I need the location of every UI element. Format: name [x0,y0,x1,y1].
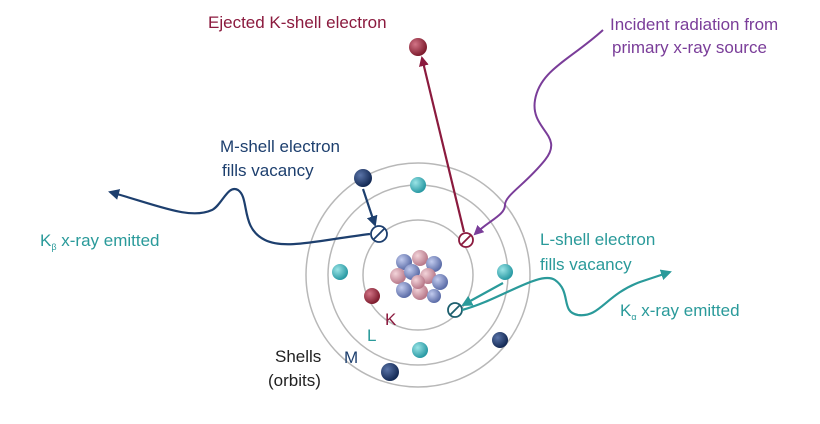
incident-radiation-arrow [473,29,604,236]
kbeta-emission-arrow [108,187,371,246]
orbit-k [362,219,474,331]
label-l-shell-line1: L-shell electron [540,230,655,249]
vacancy-m [447,302,463,318]
electron-m-right [492,332,508,348]
label-shell-l: L [367,326,376,345]
label-m-shell-line1: M-shell electron [220,137,340,156]
m-shell-fill-arrow [361,188,378,227]
label-m-shell-line2: fills vacancy [222,161,314,180]
electron-ejected [409,38,427,56]
electron-m-bottom [381,363,399,381]
vacancy-l [370,225,388,243]
label-ejected-electron: Ejected K-shell electron [208,13,387,32]
label-incident-line1: Incident radiation from [610,15,778,34]
electron-l-bottom [412,342,428,358]
ejected-arrow [419,56,466,233]
label-shell-k: K [385,310,397,329]
nucleus [390,250,448,303]
electrons [332,38,513,381]
electron-m-top [354,169,372,187]
electron-l-right [497,264,513,280]
kalpha-emission-arrow [461,269,672,317]
label-incident-line2: primary x-ray source [612,38,767,57]
label-l-shell-line2: fills vacancy [540,255,632,274]
electron-l-left [332,264,348,280]
vacancy-k [458,232,474,248]
label-shells-line1: Shells [275,347,321,366]
label-kbeta: Kβ x-ray emitted [40,231,160,252]
label-shell-m: M [344,348,358,367]
electron-k [364,288,380,304]
electron-l-top [410,177,426,193]
l-shell-fill-arrow [461,282,504,306]
orbit-m [305,162,531,388]
label-kalpha: Kα x-ray emitted [620,301,740,322]
label-shells-line2: (orbits) [268,371,321,390]
